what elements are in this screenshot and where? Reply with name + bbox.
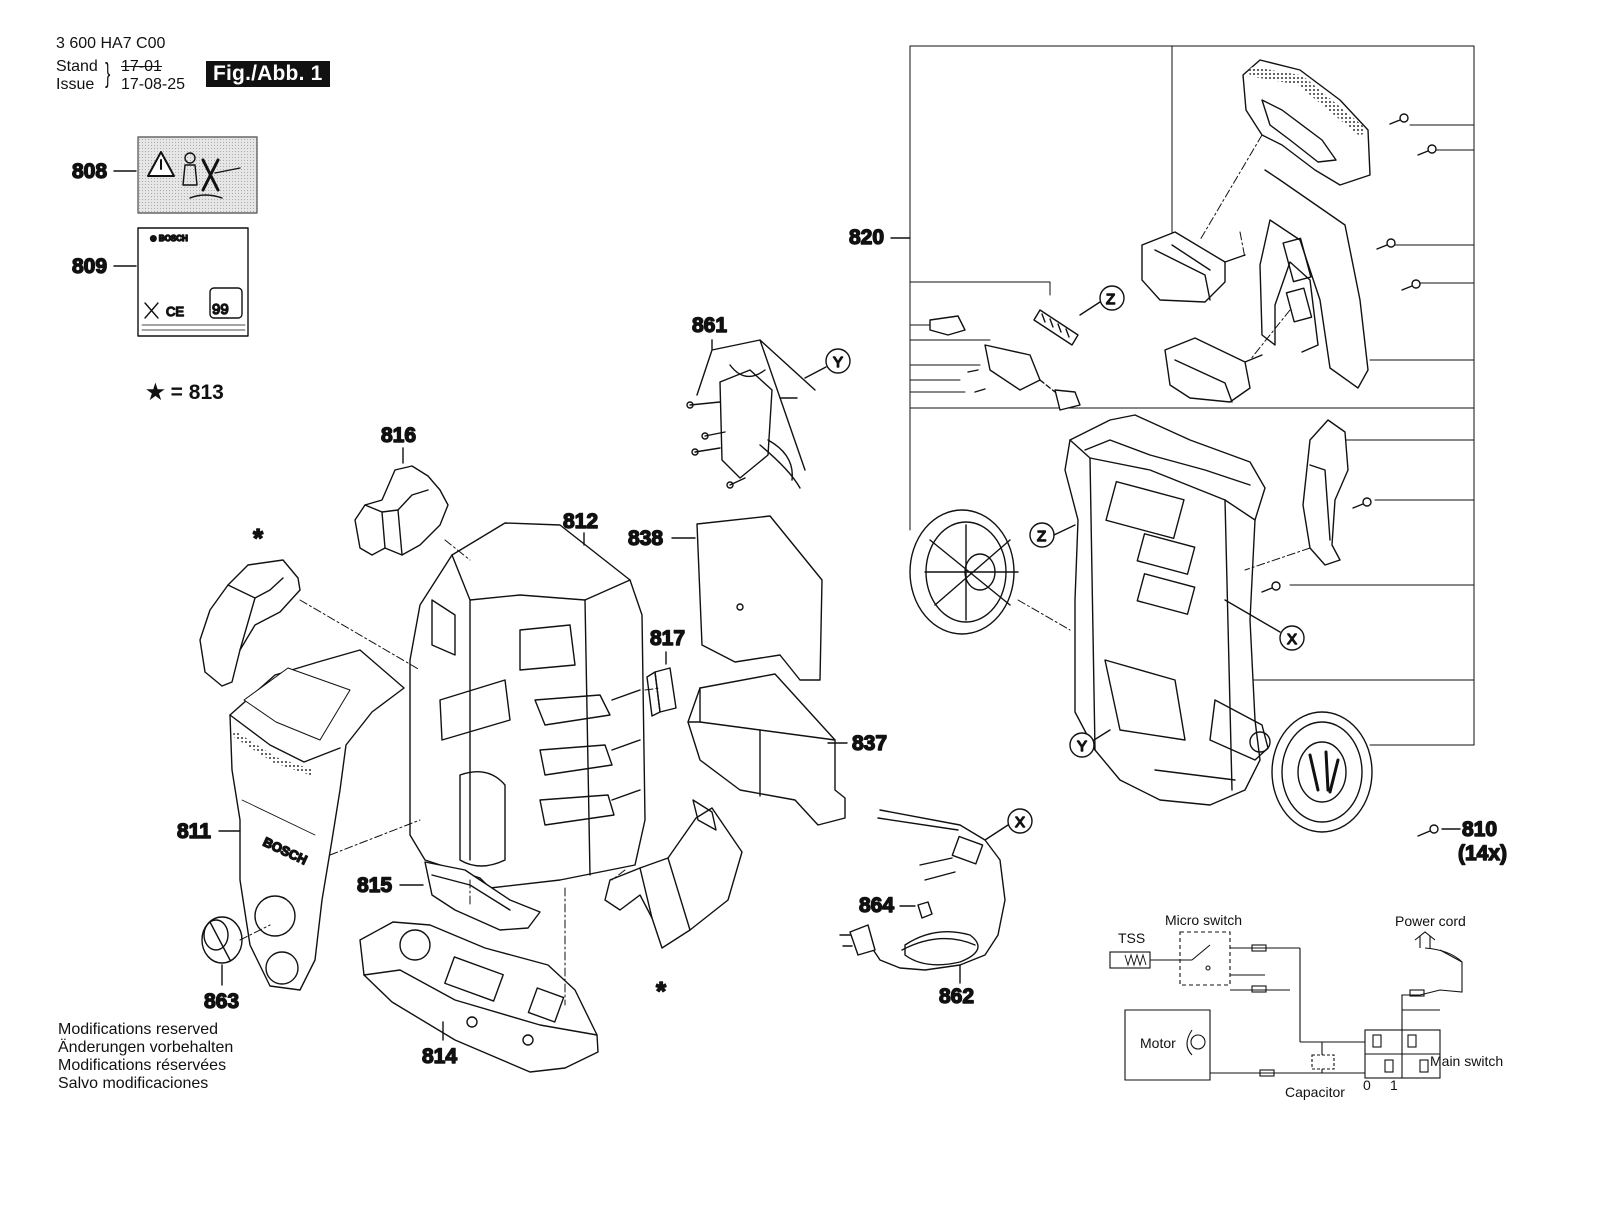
part-862-power-cable [839,809,1006,971]
part-838-insulation [696,515,823,681]
label-811: 811 [177,820,211,843]
callout-y-top: Y [833,354,843,371]
part-handle [1242,59,1371,389]
label-809: 809 [72,255,107,278]
part-lock-slider [929,315,1081,411]
part-810-screw [1417,824,1439,837]
modification-notes: Modifications reserved Änderungen vorbeh… [58,1021,233,1093]
callout-y-frame: Y [1077,738,1087,755]
label-809-brand: ⊕ BOSCH [150,234,188,243]
part-811-front-cover [229,649,405,991]
part-864-plug-clip [917,901,933,919]
wiring-diagram [1109,931,1463,1081]
screws-frame [1261,113,1437,593]
part-812-housing [409,522,646,889]
wiring-main-switch-label: Main switch [1430,1053,1503,1069]
part-861-switch-assembly [686,364,801,489]
wiring-micro-switch-label: Micro switch [1165,912,1242,928]
label-862: 862 [939,985,974,1008]
part-lock-spring [1033,309,1079,346]
part-813-hose-holder-left [199,559,301,687]
note-fr: Modifications réservées [58,1057,227,1074]
part-817-clip [646,667,677,717]
label-863: 863 [204,990,239,1013]
label-861: 861 [692,314,727,337]
wiring-tss-label: TSS [1118,930,1145,946]
note-es: Salvo modificaciones [58,1075,209,1092]
wiring-capacitor-label: Capacitor [1285,1084,1345,1100]
label-838: 838 [628,527,663,550]
bracket: } [105,57,111,88]
label-810: 810 [1462,818,1497,841]
document-number: 3 600 HA7 C00 [56,35,166,52]
part-handle-grip-lower [1164,337,1263,403]
part-808-warning-label [137,136,258,214]
label-820: 820 [849,226,884,249]
issue-label: Issue [56,76,95,93]
part-837-foam-block [687,673,846,826]
callout-z-frame: Z [1037,528,1046,545]
legend-star-813: ★ = 813 [146,381,224,404]
figure-label: Fig./Abb. 1 [206,61,330,87]
part-handle-grip-upper [1141,231,1246,303]
label-864: 864 [859,894,894,917]
old-date: 17-01 [121,58,162,75]
stand-label: Stand [56,58,98,75]
label-815: 815 [357,874,392,897]
issue-date: 17-08-25 [121,76,186,93]
label-817: 817 [650,627,685,650]
part-813-hose-holder-right [604,799,743,949]
part-814-base [359,921,599,1073]
part-863-knob [201,916,243,964]
note-de: Änderungen vorbehalten [58,1039,234,1056]
label-814: 814 [422,1045,457,1068]
part-side-clip [1302,419,1349,566]
part-wheel-left [909,509,1019,635]
wiring-motor-label: Motor [1140,1035,1176,1051]
label-808: 808 [72,160,107,183]
part-wheel-right [1271,711,1373,833]
star-marker-left: * [253,523,264,553]
assembly-820-leader-lines [909,45,1475,746]
part-816-hose-bracket [354,465,449,556]
label-809-ce: CE [166,304,184,319]
star-marker-right: * [656,976,667,1006]
wiring-power-cord-label: Power cord [1395,913,1466,929]
callout-x-frame: X [1287,631,1297,648]
note-en: Modifications reserved [58,1021,219,1038]
label-837: 837 [852,732,887,755]
wiring-switch-pos-0: 0 [1363,1077,1371,1093]
label-812: 812 [563,510,598,533]
label-816: 816 [381,424,416,447]
part-main-frame [1064,414,1271,806]
part-809-rating-label: ⊕ BOSCH CE 99 [137,227,249,337]
callout-z-top: Z [1106,291,1115,308]
wiring-switch-pos-1: 1 [1390,1077,1398,1093]
callout-x-cord: X [1015,814,1025,831]
label-809-num: 99 [212,301,229,318]
assembly-guide-lines [239,134,1311,941]
label-810-quantity: (14x) [1458,842,1507,865]
